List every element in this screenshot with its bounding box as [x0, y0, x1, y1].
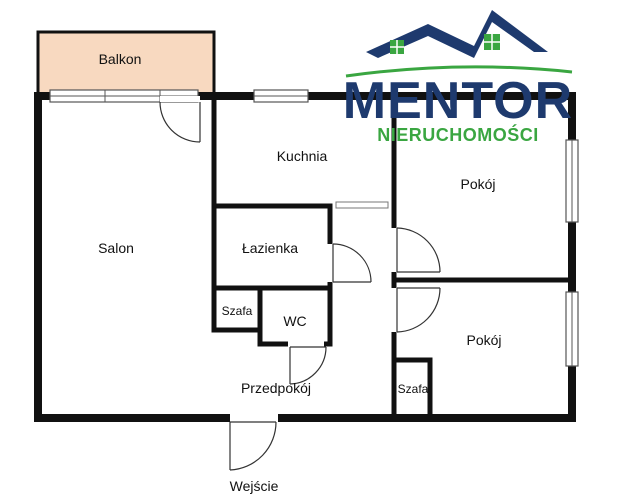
balcony-area: [36, 30, 216, 96]
window-kuchnia-pass: [335, 201, 389, 209]
label-wejscie: Wejście: [230, 478, 279, 494]
label-przedpokoj: Przedpokój: [241, 380, 311, 396]
logo-window-right: [484, 34, 500, 50]
mentor-logo: MENTOR NIERUCHOMOŚCI: [343, 10, 573, 145]
label-salon: Salon: [98, 240, 134, 256]
label-szafa-right: Szafa: [398, 382, 429, 396]
logo-subtitle: NIERUCHOMOŚCI: [377, 124, 539, 145]
label-pokoj-top: Pokój: [460, 176, 495, 192]
logo-window-left: [390, 40, 404, 54]
logo-name: MENTOR: [343, 72, 573, 130]
label-pokoj-bottom: Pokój: [466, 332, 501, 348]
label-kuchnia: Kuchnia: [277, 148, 328, 164]
doors: [159, 96, 441, 471]
logo-swoosh: [345, 65, 573, 78]
label-lazienka: Łazienka: [242, 240, 298, 256]
logo-roof: [366, 10, 548, 58]
label-balkon: Balkon: [99, 51, 142, 67]
label-szafa-left: Szafa: [222, 304, 253, 318]
label-wc: WC: [283, 313, 306, 329]
